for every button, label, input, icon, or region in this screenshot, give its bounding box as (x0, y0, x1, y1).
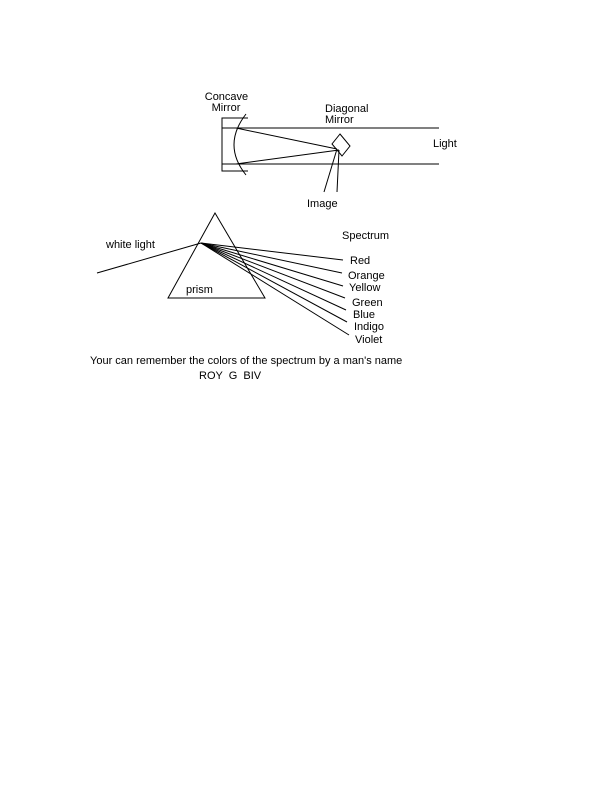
concave-mirror-label: Concave Mirror (205, 91, 251, 114)
spectrum-ray-blue (200, 242, 347, 311)
prism-spectrum: white light prism Spectrum Red Orange Ye… (96, 211, 389, 346)
white-light-ray (96, 242, 202, 274)
color-label-violet: Violet (355, 334, 382, 346)
spectrum-label: Spectrum (342, 230, 389, 242)
color-label-indigo: Indigo (354, 321, 384, 333)
reflected-ray-top (235, 127, 338, 150)
spectrum-ray-yellow (200, 242, 344, 287)
diagonal-mirror (331, 133, 351, 157)
prism-triangle (167, 211, 266, 299)
image-label: Image (307, 198, 338, 210)
color-label-blue: Blue (353, 309, 375, 321)
reflected-ray-bottom (235, 149, 340, 165)
ray-to-image-left (323, 148, 338, 193)
mirror-mount (221, 117, 248, 172)
concave-mirror (233, 113, 247, 176)
white-light-label: white light (105, 239, 155, 251)
prism-label: prism (186, 284, 213, 296)
diagonal-mirror-label: Diagonal Mirror (325, 103, 371, 126)
caption-line-2: ROY G BIV (199, 370, 262, 382)
light-label: Light (433, 138, 457, 150)
caption-line-1: Your can remember the colors of the spec… (90, 355, 402, 367)
color-label-green: Green (352, 297, 383, 309)
color-label-red: Red (350, 255, 370, 267)
color-label-yellow: Yellow (349, 282, 380, 294)
spectrum-ray-orange (200, 242, 343, 274)
spectrum-ray-violet (200, 242, 350, 336)
spectrum-rays (200, 242, 350, 336)
spectrum-ray-indigo (200, 242, 348, 323)
spectrum-ray-red (200, 242, 344, 261)
reflecting-telescope: Concave Mirror Diagonal Mirror Light Ima… (205, 91, 457, 210)
color-label-orange: Orange (348, 270, 385, 282)
spectrum-ray-green (200, 242, 346, 299)
ray-to-image-right (336, 149, 340, 193)
